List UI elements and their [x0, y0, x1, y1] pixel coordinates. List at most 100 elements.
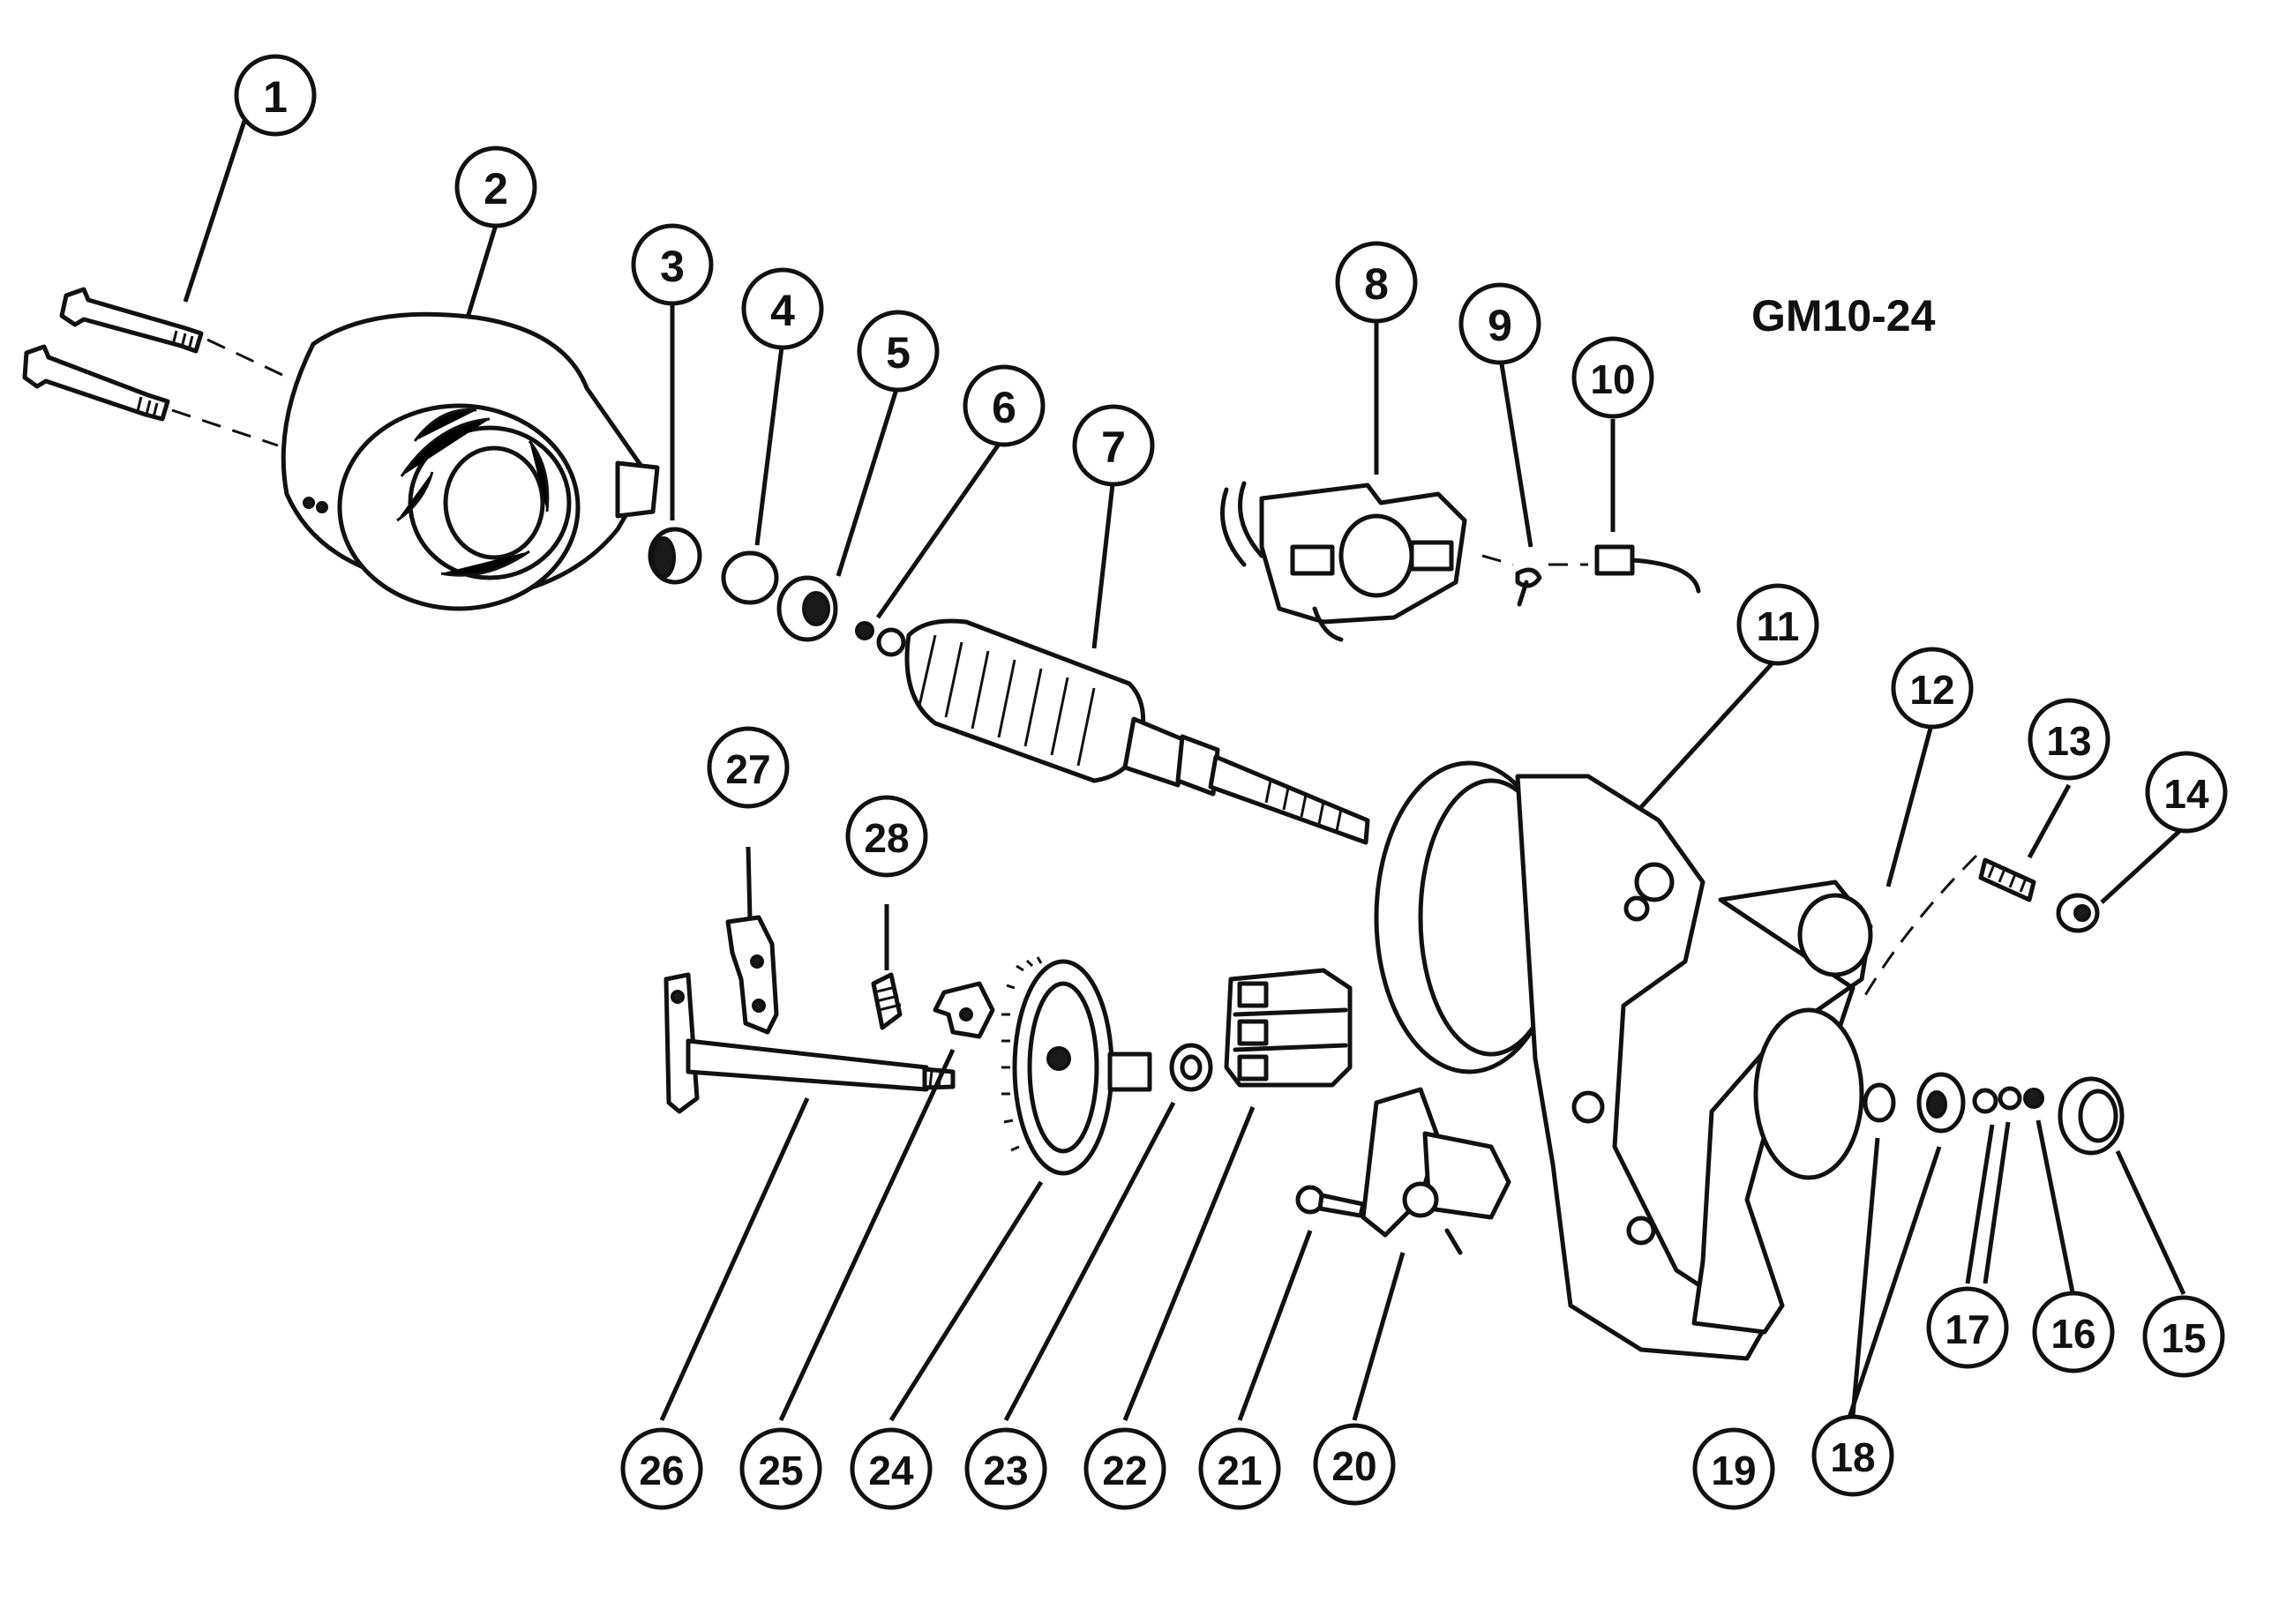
callout-circle [963, 364, 1046, 447]
callout-circle [741, 267, 824, 350]
callout-label: 5 [886, 328, 911, 378]
callout-circle [2145, 751, 2228, 834]
figure-id: GM10-24 [1751, 291, 1936, 341]
callout-15: 15 [2142, 1295, 2225, 1378]
callout-circle [845, 795, 928, 878]
callout-circle [1811, 1414, 1894, 1497]
gear-washer [1169, 1043, 1213, 1092]
callout-label: 11 [1757, 603, 1800, 649]
callout-circle [234, 54, 317, 137]
callout-circle [2032, 1291, 2115, 1373]
ball [855, 621, 874, 640]
callout-11: 11 [1736, 583, 1819, 666]
callout-label: 3 [660, 242, 685, 291]
callout-2: 2 [454, 146, 537, 228]
callout-circle [1891, 647, 1974, 730]
callout-circle [964, 1427, 1047, 1510]
armature [876, 618, 1370, 845]
end-cap [1916, 1072, 1966, 1134]
callout-4: 4 [741, 267, 824, 350]
callout-circle [707, 726, 790, 809]
callout-label: 23 [983, 1448, 1028, 1493]
callout-9: 9 [1458, 282, 1541, 365]
callout-circle [739, 1427, 822, 1510]
callout-label: 19 [1711, 1448, 1756, 1493]
callout-25: 25 [739, 1427, 822, 1510]
callout-circle [850, 1427, 933, 1510]
callout-label: 7 [1101, 423, 1126, 472]
callout-8: 8 [1335, 241, 1418, 324]
callout-17: 17 [1926, 1286, 2009, 1369]
callout-label: 21 [1217, 1448, 1262, 1493]
callout-26: 26 [620, 1427, 703, 1510]
callout-circles: 1234567891011121314151617181920212223242… [234, 54, 2228, 1510]
callout-circle [1926, 1286, 2009, 1369]
callout-circle [1692, 1427, 1775, 1510]
callout-22: 22 [1083, 1427, 1166, 1510]
callout-23: 23 [964, 1427, 1047, 1510]
callout-label: 12 [1909, 667, 1954, 713]
callout-label: 13 [2046, 718, 2091, 764]
callout-28: 28 [845, 795, 928, 878]
callout-circle [1198, 1427, 1281, 1510]
callout-label: 8 [1364, 259, 1389, 309]
switch-screw [1295, 1185, 1366, 1218]
callout-label: 2 [484, 164, 508, 213]
callout-label: 18 [1830, 1434, 1875, 1480]
callout-circle [857, 310, 940, 393]
screw [1860, 854, 2036, 1002]
callout-circle [1458, 282, 1541, 365]
callout-circle [2142, 1295, 2225, 1378]
callout-14: 14 [2145, 751, 2228, 834]
callout-label: 6 [992, 383, 1016, 432]
callout-circle [1335, 241, 1418, 324]
callout-label: 26 [639, 1448, 684, 1493]
callout-label: 16 [2050, 1311, 2095, 1357]
leader-lines [183, 120, 2188, 1422]
callout-16: 16 [2032, 1291, 2115, 1373]
callout-10: 10 [1571, 336, 1654, 419]
callout-label: 1 [263, 72, 288, 122]
callout-27: 27 [707, 726, 790, 809]
callout-6: 6 [963, 364, 1046, 447]
callout-circle [2028, 698, 2110, 781]
seal [2058, 1076, 2125, 1156]
field-frame-housing [281, 311, 660, 611]
callout-label: 22 [1102, 1448, 1147, 1493]
callout-label: 25 [758, 1448, 803, 1493]
callout-label: 15 [2161, 1315, 2206, 1361]
callout-label: 9 [1488, 301, 1512, 350]
callout-circle [1571, 336, 1654, 419]
callout-21: 21 [1198, 1427, 1281, 1510]
callout-20: 20 [1313, 1423, 1396, 1506]
washers [1972, 1086, 2022, 1114]
callout-label: 27 [725, 746, 770, 792]
callout-label: 20 [1331, 1443, 1376, 1489]
callout-label: 17 [1945, 1306, 1990, 1352]
bushing-cap [648, 527, 702, 585]
cam-block [1224, 968, 1353, 1088]
brush-holder [1220, 481, 1467, 642]
callout-24: 24 [850, 1427, 933, 1510]
callout-circle [454, 146, 537, 228]
callout-circle [620, 1427, 703, 1510]
thrust-washer [1863, 1082, 1896, 1123]
callout-18: 18 [1811, 1414, 1894, 1497]
callout-circle [1313, 1423, 1396, 1506]
spacer [721, 550, 779, 605]
callout-5: 5 [857, 310, 940, 393]
callout-circle [1072, 404, 1155, 487]
spring [871, 972, 903, 1030]
callout-7: 7 [1072, 404, 1155, 487]
shaft-assembly [663, 972, 956, 1114]
lever [933, 981, 995, 1039]
callout-circle [631, 223, 714, 306]
pawl [725, 915, 779, 1035]
callout-circle [1736, 583, 1819, 666]
output-gear [1001, 956, 1152, 1176]
callout-label: 28 [864, 815, 909, 861]
callout-3: 3 [631, 223, 714, 306]
switch-assembly [1361, 1087, 1511, 1255]
callout-19: 19 [1692, 1427, 1775, 1510]
